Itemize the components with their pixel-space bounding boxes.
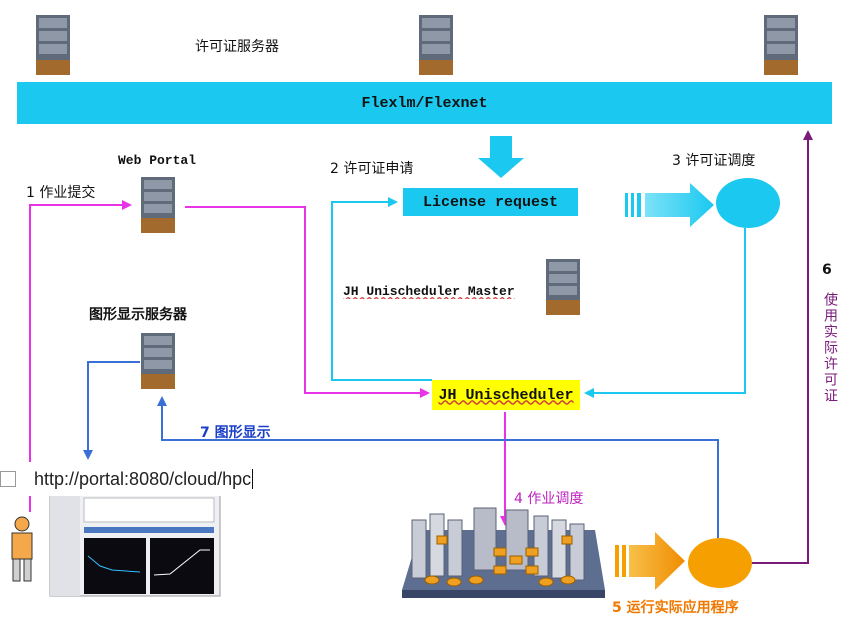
- step7-line: [157, 396, 719, 538]
- server-icon: [419, 15, 453, 75]
- step1-label: 1 作业提交: [26, 185, 96, 201]
- license-request-label: License request: [422, 193, 559, 211]
- web-portal-server-icon: [141, 177, 175, 233]
- flexlm-down-arrow: [478, 136, 524, 178]
- text-caret: [252, 469, 254, 489]
- jh-master-label: JH Unischeduler Master: [343, 284, 515, 299]
- flexlm-bar: Flexlm/Flexnet: [17, 82, 832, 124]
- server-icon: [36, 15, 70, 75]
- graphic-server-label: 图形显示服务器: [89, 307, 187, 323]
- master-server-icon: [546, 259, 580, 315]
- url-text: http://portal:8080/cloud/hpc: [34, 468, 252, 489]
- step3-line: [584, 228, 746, 398]
- flexlm-bar-label: Flexlm/Flexnet: [361, 94, 488, 112]
- license-server-label: 许可证服务器: [195, 39, 279, 55]
- graphic-server-icon: [141, 333, 175, 389]
- jh-unischeduler-label: JH Unischeduler: [438, 386, 574, 404]
- run-app-circle: [688, 538, 752, 588]
- step6-line: [752, 130, 813, 564]
- step5-label: 5 运行实际应用程序: [612, 600, 739, 616]
- url-bar[interactable]: http://portal:8080/cloud/hpc: [0, 462, 300, 496]
- license-request-box: License request: [403, 188, 578, 216]
- step4-label: 4 作业调度: [514, 491, 584, 507]
- portal-screenshot-thumbnail: [49, 492, 221, 597]
- server-icon: [764, 15, 798, 75]
- license-dispatch-circle: [716, 178, 780, 228]
- step7-label: 7 图形显示: [200, 425, 271, 441]
- portal-to-scheduler-line: [185, 206, 430, 398]
- compute-cluster: [402, 507, 605, 598]
- striped-right-arrow: [625, 183, 714, 227]
- jh-unischeduler-box: JH Unischeduler: [432, 380, 580, 410]
- step6-number: 6: [822, 262, 832, 278]
- url-checkbox[interactable]: [0, 471, 16, 487]
- step2-line: [331, 197, 432, 381]
- graphic-to-url-line: [83, 361, 140, 460]
- web-portal-label: Web Portal: [118, 153, 197, 168]
- user-icon: [11, 516, 33, 582]
- step6-label: 使用实际许可证: [822, 292, 838, 404]
- step3-label: 3 许可证调度: [672, 153, 756, 169]
- run-app-arrow: [615, 532, 685, 590]
- step1-line: [29, 200, 132, 512]
- step2-label: 2 许可证申请: [330, 161, 414, 177]
